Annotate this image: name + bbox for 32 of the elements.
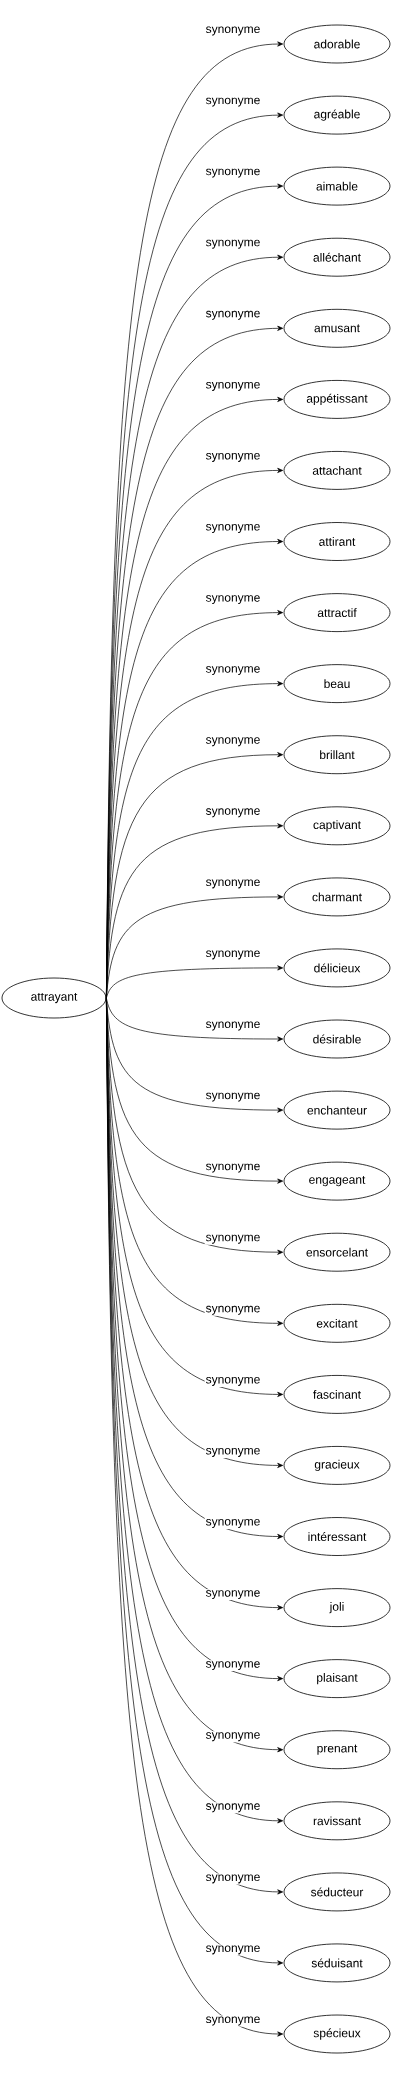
edge-label: synonyme: [204, 1589, 262, 1601]
arrow: [106, 894, 284, 999]
arrow: [106, 997, 284, 1042]
edge-label: synonyme: [204, 1233, 262, 1245]
edge-label: synonyme: [204, 807, 262, 819]
edge-label: synonyme: [204, 878, 262, 890]
edge-label: synonyme: [204, 736, 262, 748]
edge-label: synonyme: [204, 1518, 262, 1529]
edge-label: synonyme: [204, 1446, 262, 1458]
edge-label: synonyme: [204, 1091, 262, 1103]
edge-label: synonyme: [204, 25, 262, 37]
edge-label: synonyme: [204, 309, 262, 321]
edge-label: synonyme: [204, 1375, 262, 1387]
edge-label: synonyme: [204, 96, 262, 108]
edge-label: synonyme: [204, 1802, 262, 1814]
edge-label: synonyme: [204, 949, 262, 961]
edge-label: synonyme: [204, 2015, 262, 2027]
edge-label: synonyme: [204, 1944, 262, 1956]
edge-label: synonyme: [204, 1304, 262, 1316]
edge-label: synonyme: [204, 1660, 262, 1672]
edge-label: synonyme: [204, 1731, 262, 1743]
edge-label: synonyme: [204, 238, 262, 250]
edge-label: synonyme: [204, 1020, 262, 1032]
edge-label: synonyme: [204, 1162, 262, 1174]
edge-label: synonyme: [204, 1873, 262, 1885]
edge-label: synonyme: [204, 380, 262, 392]
edge-label: synonyme: [204, 523, 262, 534]
edge-label: synonyme: [204, 665, 262, 677]
edge-label: synonyme: [204, 451, 262, 463]
edge-label: synonyme: [204, 167, 262, 179]
arrow: [106, 965, 284, 999]
edge-label: synonyme: [204, 594, 262, 606]
